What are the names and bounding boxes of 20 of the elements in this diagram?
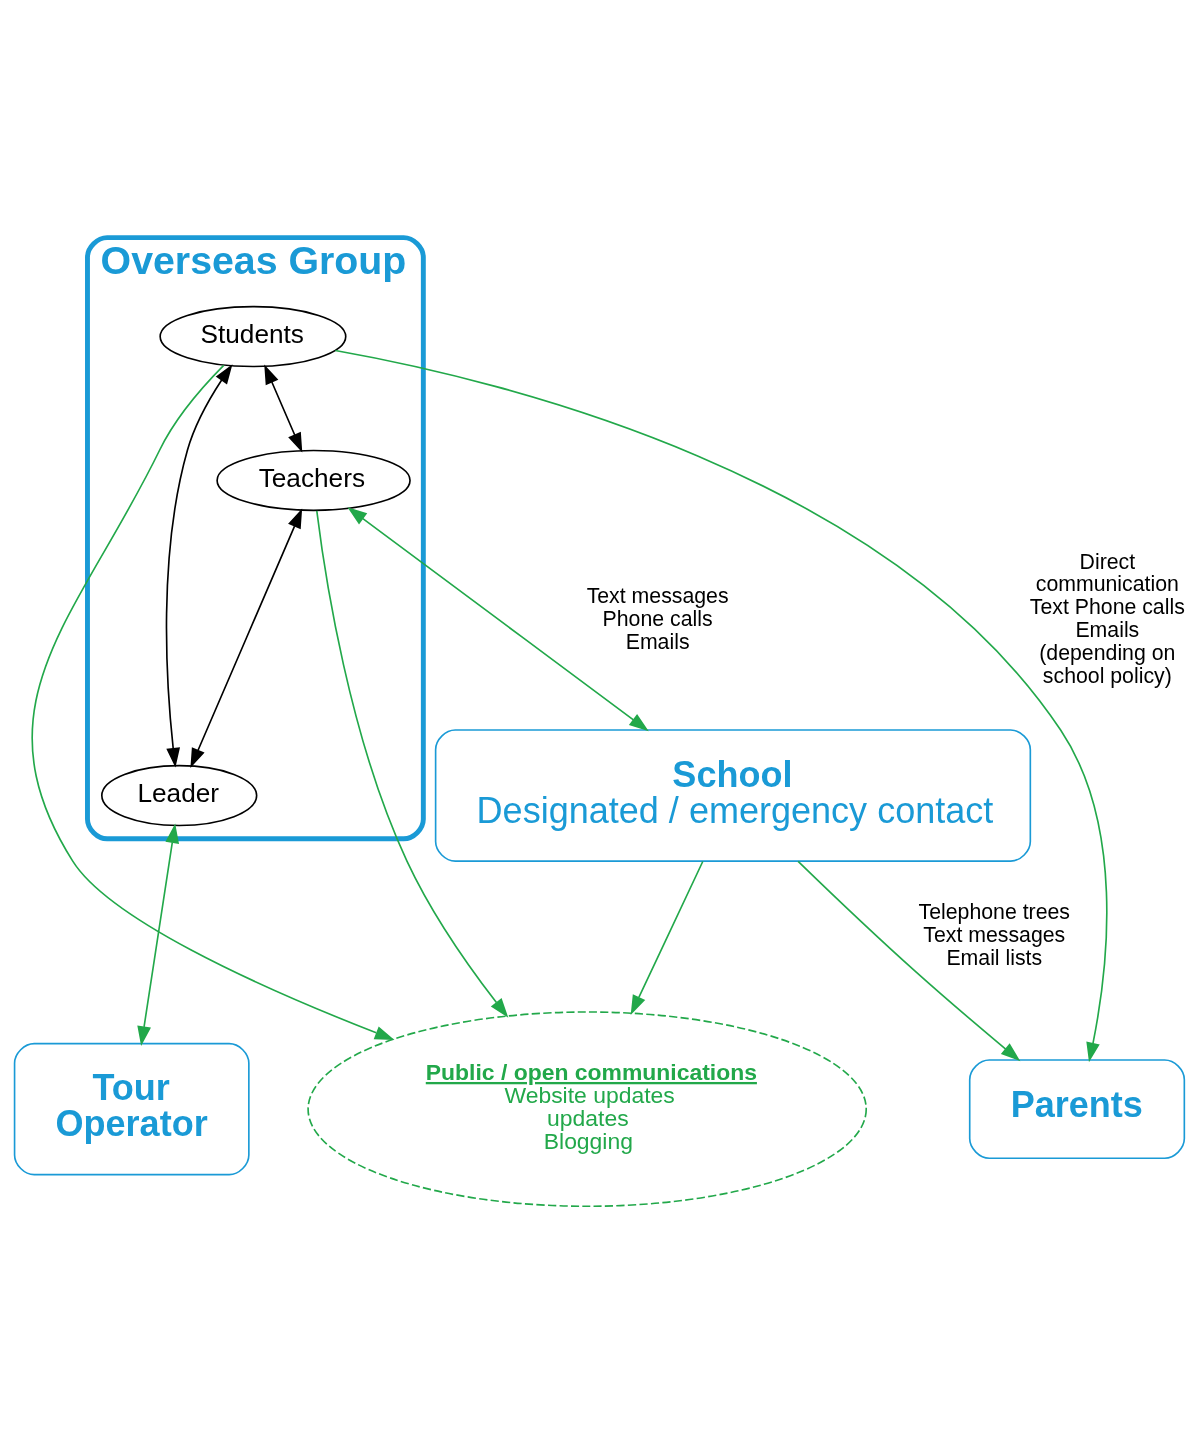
node-ellipse: Students: [159, 305, 347, 367]
arrow: [137, 822, 180, 1046]
arrow: [334, 349, 1108, 1062]
node-box: School Designated / emergency contact: [434, 728, 1032, 862]
arrow: [165, 363, 233, 768]
node-ellipse: Leader: [101, 764, 258, 826]
node-ellipse: Public / open communications Website updates updates Blogging: [307, 1010, 868, 1207]
arrow: [315, 509, 509, 1018]
arrow: [630, 860, 704, 1015]
node-box: Parents: [968, 1058, 1186, 1159]
arrow: [264, 363, 303, 453]
node-box: Tour Operator: [13, 1042, 250, 1175]
arrow: [32, 364, 395, 1040]
edge-label: Direct communication Text Phone calls Emails (depending on school policy): [1029, 549, 1185, 688]
arrow: [190, 508, 303, 768]
edge-label: Telephone trees Text messages Email lists: [918, 899, 1071, 970]
arrow: [797, 860, 1021, 1061]
edge-label: Text messages Phone calls Emails: [586, 583, 729, 654]
arrow: [347, 506, 649, 731]
node-ellipse: Teachers: [216, 449, 411, 511]
